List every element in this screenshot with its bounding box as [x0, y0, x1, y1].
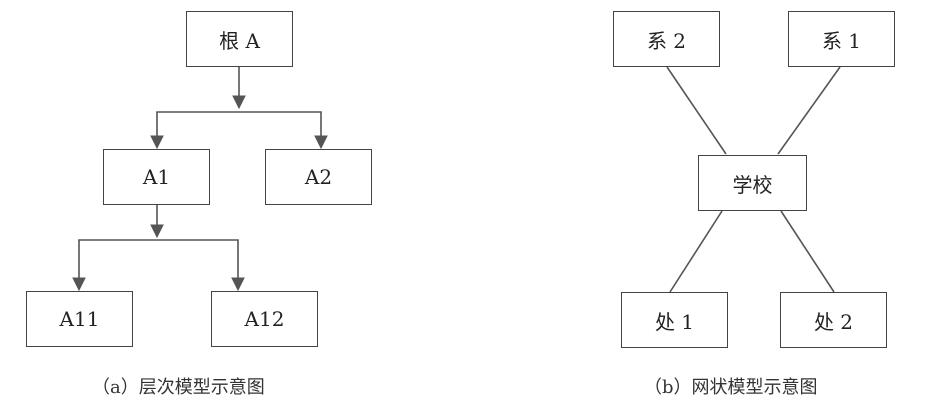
node-a11: A11 [26, 291, 133, 347]
arrow-to-a2 [314, 135, 328, 150]
node-office-1-label: 处 1 [654, 309, 695, 334]
node-a12-label: A12 [244, 307, 285, 331]
node-a12: A12 [211, 291, 318, 347]
node-office-2: 处 2 [780, 292, 887, 348]
arrow-to-a1 [150, 135, 164, 150]
edge-a1-branch [78, 239, 239, 282]
arrow-a1-down [150, 224, 164, 239]
node-office-2-label: 处 2 [813, 309, 854, 334]
node-a2: A2 [265, 149, 372, 205]
edge-dept2-school [666, 66, 727, 155]
edge-root-branch [156, 111, 322, 140]
node-root-a: 根 A [186, 11, 293, 67]
arrow-to-a12 [231, 277, 245, 292]
edge-school-office2 [780, 210, 835, 293]
edge-school-office1 [669, 210, 723, 293]
node-root-a-label: 根 A [219, 28, 260, 53]
arrow-to-a11 [72, 277, 86, 292]
node-office-1: 处 1 [621, 292, 728, 348]
node-a11-label: A11 [59, 307, 100, 331]
node-school: 学校 [698, 155, 807, 211]
node-a1-label: A1 [142, 165, 171, 189]
node-a1: A1 [103, 149, 210, 205]
node-dept-2-label: 系 2 [646, 28, 687, 53]
edge-dept1-school [777, 66, 841, 155]
caption-hierarchical: （a）层次模型示意图 [92, 377, 265, 398]
node-dept-1-label: 系 1 [821, 28, 862, 53]
arrow-root-down [232, 95, 246, 110]
node-school-label: 学校 [732, 172, 773, 197]
node-dept-2: 系 2 [613, 11, 720, 67]
node-a2-label: A2 [304, 165, 333, 189]
node-dept-1: 系 1 [788, 11, 895, 67]
caption-network: （b）网状模型示意图 [644, 377, 818, 398]
